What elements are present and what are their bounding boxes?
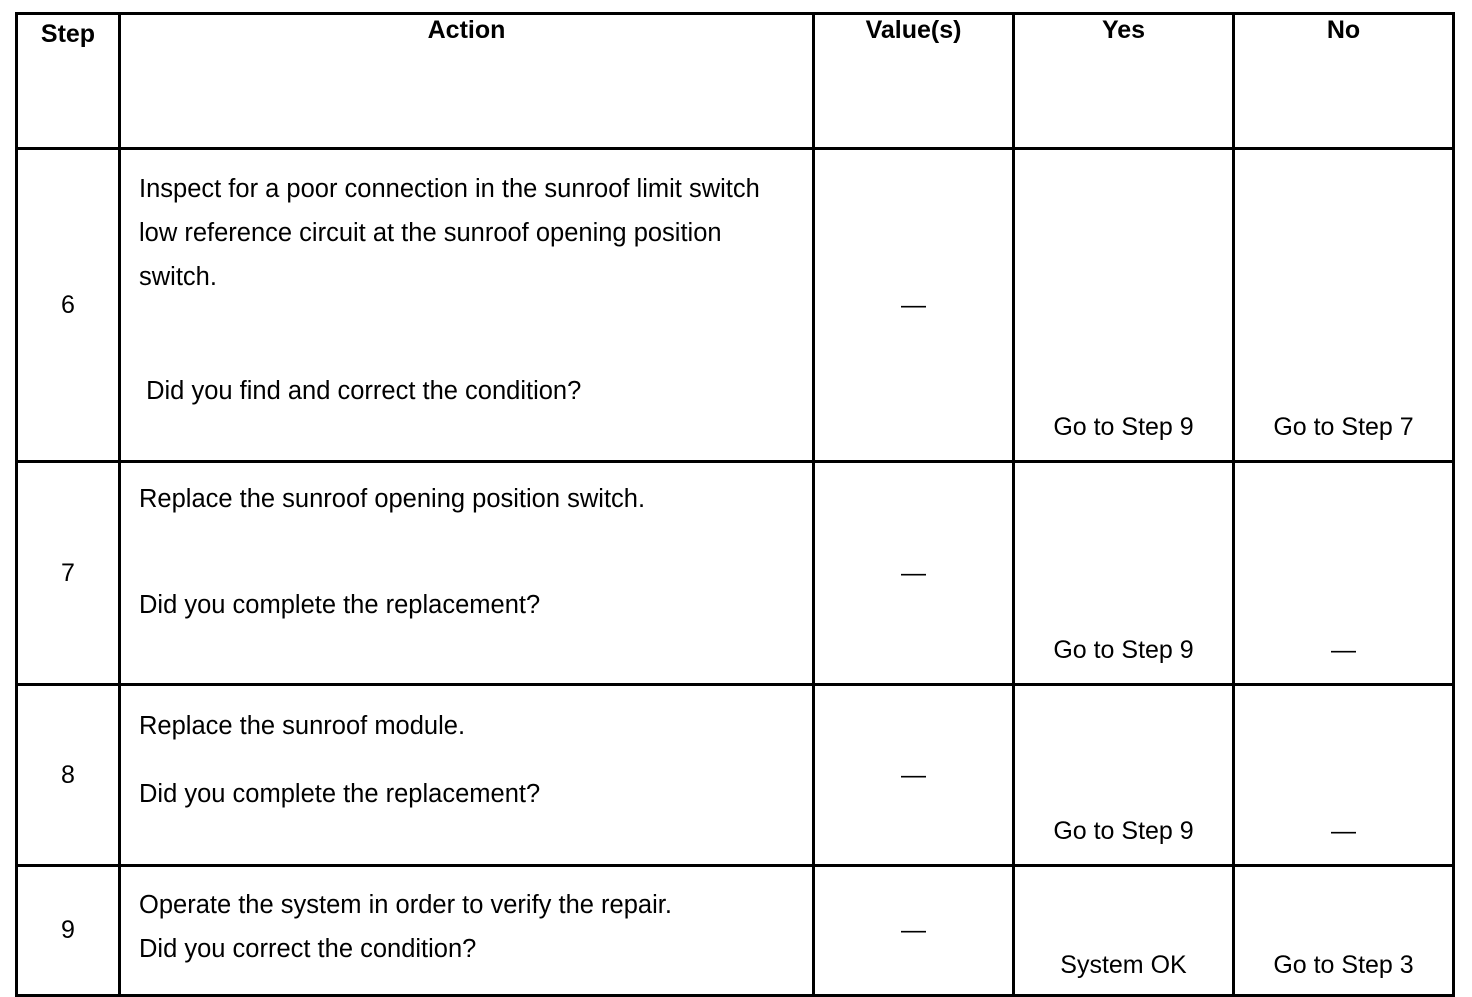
action-question: Did you correct the condition? [139,935,477,963]
action-instruction: Replace the sunroof opening position swi… [139,485,646,513]
action-body: Replace the sunroof module. Did you comp… [121,686,812,864]
step-no-outcome: Go to Step 3 [1232,864,1455,997]
step-value: — [812,683,1015,867]
step-value: — [812,147,1015,463]
step-value: — [812,460,1015,686]
step-no-outcome: — [1232,683,1455,867]
step-action: Replace the sunroof opening position swi… [118,460,815,686]
table-body: 6 Inspect for a poor connection in the s… [15,147,1455,997]
column-header-value: Value(s) [812,12,1015,150]
table-row: 8 Replace the sunroof module. Did you co… [15,683,1455,867]
action-question: Did you complete the replacement? [139,780,541,808]
action-body: Inspect for a poor connection in the sun… [121,150,812,460]
action-instruction: Replace the sunroof module. [139,712,466,740]
step-value: — [812,864,1015,997]
diagnostic-step-table: Step Action Value(s) Yes No 6 Inspect fo… [15,12,1455,997]
step-no-outcome: — [1232,460,1455,686]
step-yes-outcome: Go to Step 9 [1012,683,1235,867]
action-question: Did you complete the replacement? [139,591,541,619]
action-body: Operate the system in order to verify th… [121,867,812,994]
step-number: 7 [15,460,121,686]
action-spacer [139,299,798,369]
value-dash: — [901,760,926,789]
action-spacer [139,748,798,772]
table-header: Step Action Value(s) Yes No [15,12,1455,150]
action-body: Replace the sunroof opening position swi… [121,463,812,683]
column-header-step-label: Step [40,20,96,48]
step-yes-outcome: Go to Step 9 [1012,460,1235,686]
step-number: 9 [15,864,121,997]
action-spacer [139,521,798,583]
column-header-action: Action [118,12,815,150]
column-header-no: No [1232,12,1455,150]
column-header-yes: Yes [1012,12,1235,150]
table-row: 6 Inspect for a poor connection in the s… [15,147,1455,463]
step-action: Operate the system in order to verify th… [118,864,815,997]
header-row: Step Action Value(s) Yes No [15,12,1455,150]
table-row: 7 Replace the sunroof opening position s… [15,460,1455,686]
step-no-outcome: Go to Step 7 [1232,147,1455,463]
step-action: Replace the sunroof module. Did you comp… [118,683,815,867]
table-row: 9 Operate the system in order to verify … [15,864,1455,997]
step-yes-outcome: Go to Step 9 [1012,147,1235,463]
step-number: 6 [15,147,121,463]
value-dash: — [901,290,926,319]
action-instruction: Inspect for a poor connection in the sun… [139,175,767,291]
action-question: Did you find and correct the condition? [139,377,582,405]
step-yes-outcome: System OK [1012,864,1235,997]
value-dash: — [901,916,926,944]
action-instruction: Operate the system in order to verify th… [139,891,672,919]
page-canvas: Step Action Value(s) Yes No 6 Inspect fo… [15,12,1455,997]
step-number: 8 [15,683,121,867]
value-dash: — [901,558,926,587]
column-header-step: Step [15,12,121,150]
step-action: Inspect for a poor connection in the sun… [118,147,815,463]
